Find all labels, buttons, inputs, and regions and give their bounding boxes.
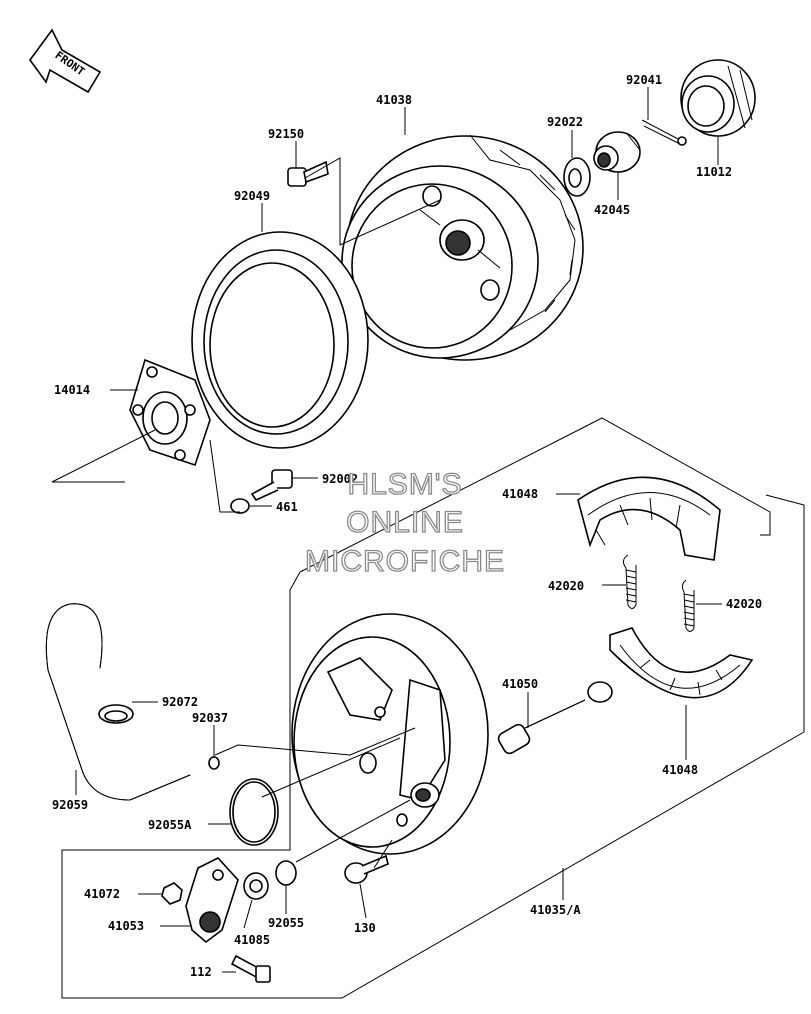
hose-clamp-part — [98, 704, 134, 724]
part-label-42020-right: 42020 — [726, 597, 762, 611]
part-label-41072: 41072 — [84, 887, 120, 901]
o-ring-small-part — [275, 860, 297, 886]
cotter-pin-part — [641, 119, 687, 146]
front-arrow-icon: FRONT — [29, 28, 102, 94]
brake-drum-part — [341, 134, 584, 361]
part-label-92049: 92049 — [234, 189, 270, 203]
part-label-112: 112 — [190, 965, 212, 979]
part-label-41053: 41053 — [108, 919, 144, 933]
watermark-line-2: ONLINE — [346, 506, 464, 539]
part-label-92041: 92041 — [626, 73, 662, 87]
part-label-92059: 92059 — [52, 798, 88, 812]
watermark: HLSM'S ONLINE MICROFICHE — [304, 467, 505, 578]
part-label-41048-upper: 41048 — [502, 487, 538, 501]
washer-part — [563, 157, 591, 197]
part-label-41085: 41085 — [234, 933, 270, 947]
bolt-112-part — [230, 954, 271, 983]
part-label-92072: 92072 — [162, 695, 198, 709]
part-label-41050: 41050 — [502, 677, 538, 691]
part-label-41035A: 41035/A — [530, 903, 581, 917]
part-label-130: 130 — [354, 921, 376, 935]
part-label-92055A: 92055A — [148, 818, 192, 832]
brake-panel-part — [291, 613, 489, 855]
assembly-lines — [51, 157, 805, 999]
seal-ring-part — [191, 231, 369, 449]
part-label-41038: 41038 — [376, 93, 412, 107]
part-label-42045: 42045 — [594, 203, 630, 217]
small-clip-part — [208, 756, 220, 770]
castle-nut-part — [593, 131, 641, 173]
brake-lever-part — [185, 857, 239, 944]
bolt-92002-part — [250, 469, 293, 502]
part-label-92055: 92055 — [268, 916, 304, 930]
spring-left-part — [622, 554, 637, 609]
bolt-130-part — [344, 854, 389, 884]
o-ring-large-part — [229, 778, 279, 846]
wear-indicator-part — [243, 872, 269, 900]
hub-cap-part — [680, 59, 756, 137]
part-label-461: 461 — [276, 500, 298, 514]
lock-washer-part — [230, 498, 250, 514]
part-label-42020-left: 42020 — [548, 579, 584, 593]
spring-right-part — [681, 579, 695, 632]
breather-hose-part — [45, 603, 191, 801]
part-label-92002: 92002 — [322, 472, 358, 486]
part-label-92150: 92150 — [268, 127, 304, 141]
part-label-11012: 11012 — [696, 165, 732, 179]
brake-shoe-lower-part — [609, 627, 754, 699]
part-label-14014: 14014 — [54, 383, 90, 397]
watermark-line-3: MICROFICHE — [305, 545, 505, 578]
camshaft-part — [497, 681, 613, 755]
brake-shoe-upper-part — [577, 476, 721, 561]
bolt-92150-part — [287, 160, 329, 187]
part-labels: 41038 92150 92049 92022 92041 11012 4204… — [52, 73, 762, 979]
part-label-41048-lower: 41048 — [662, 763, 698, 777]
leader-lines — [75, 87, 722, 973]
part-label-92037: 92037 — [192, 711, 228, 725]
watermark-line-1: HLSM'S — [347, 468, 462, 501]
lever-nut-part — [161, 882, 183, 905]
part-label-92022: 92022 — [547, 115, 583, 129]
